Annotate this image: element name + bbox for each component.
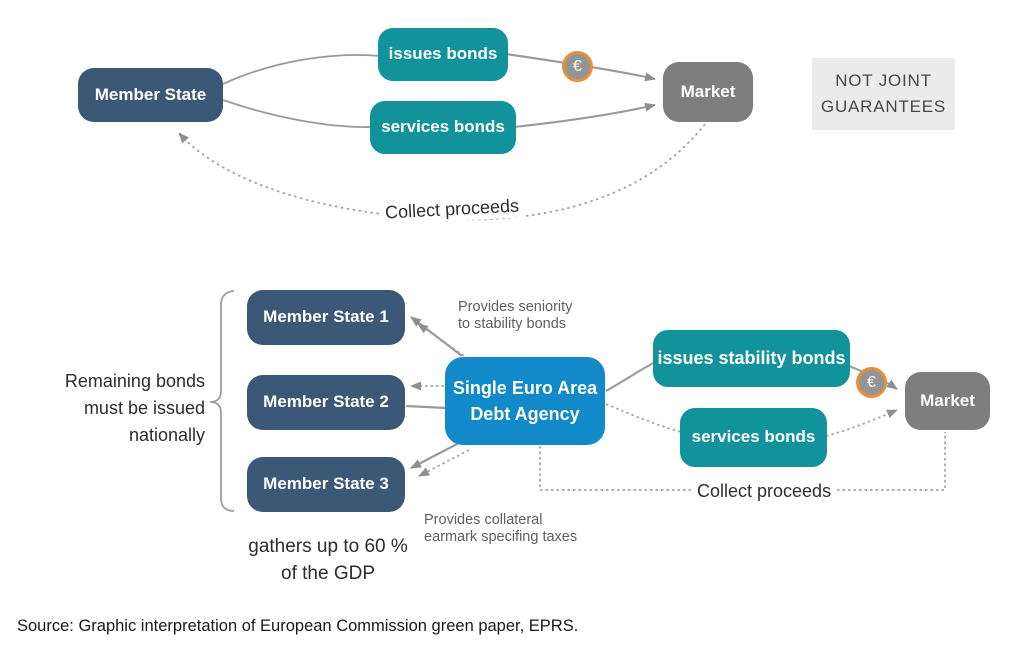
euro-symbol-bottom: € bbox=[867, 373, 876, 391]
not-joint-guarantees-label: NOT JOINT GUARANTEES bbox=[820, 71, 947, 116]
issues-stability-bonds-label: issues stability bonds bbox=[657, 347, 846, 368]
member-state-2-box: Member State 2 bbox=[247, 375, 405, 430]
edge-memberstate-issuesbonds bbox=[222, 54, 381, 85]
member-state-3-label: Member State 3 bbox=[263, 474, 389, 494]
market-label-top: Market bbox=[680, 81, 736, 101]
member-state-3-box: Member State 3 bbox=[247, 457, 405, 512]
edge-agency-issuesstability bbox=[605, 360, 658, 392]
market-box-bottom: Market bbox=[905, 372, 990, 430]
edge-ms2-agency-solid bbox=[405, 404, 447, 410]
edge-agency-ms1-dotted bbox=[417, 323, 474, 363]
services-bonds-label-bottom: services bonds bbox=[691, 427, 816, 447]
edge-collect-proceeds-bottom bbox=[539, 432, 946, 491]
edge-agency-ms3-dotted bbox=[418, 449, 470, 477]
services-bonds-box-bottom: services bonds bbox=[680, 408, 827, 467]
collateral-note: Provides collateral earmark specifing ta… bbox=[424, 512, 578, 545]
gdp-note: gathers up to 60 % of the GDP bbox=[248, 536, 408, 584]
edge-agency-servicesbonds-dotted bbox=[605, 403, 682, 433]
market-label-bottom: Market bbox=[920, 390, 975, 410]
not-joint-guarantees-panel: NOT JOINT GUARANTEES bbox=[812, 58, 955, 130]
edge-memberstate-servicesbonds bbox=[222, 99, 373, 128]
debt-agency-label: Single Euro Area Debt Agency bbox=[452, 378, 598, 424]
collect-proceeds-label-bottom: Collect proceeds bbox=[692, 480, 837, 503]
brace bbox=[209, 290, 235, 512]
euro-symbol: € bbox=[573, 57, 582, 75]
source-caption: Source: Graphic interpretation of Europe… bbox=[17, 617, 579, 635]
edge-collect-proceeds-top bbox=[178, 123, 706, 221]
member-state-1-box: Member State 1 bbox=[247, 290, 405, 345]
member-state-box: Member State bbox=[78, 68, 223, 122]
member-state-label: Member State bbox=[94, 84, 207, 104]
services-bonds-label: services bonds bbox=[381, 117, 505, 137]
edge-servicesbonds-market bbox=[513, 102, 656, 129]
services-bonds-box: services bonds bbox=[370, 101, 516, 154]
debt-agency-box: Single Euro Area Debt Agency bbox=[445, 357, 605, 445]
seniority-note: Provides seniority to stability bonds bbox=[458, 299, 573, 332]
issues-bonds-box: issues bonds bbox=[378, 28, 508, 81]
euro-coin-icon: € bbox=[562, 51, 593, 82]
issues-bonds-label: issues bonds bbox=[388, 44, 498, 64]
edge-agency-ms3-solid bbox=[410, 441, 460, 470]
remaining-bonds-note: Remaining bonds must be issued nationall… bbox=[64, 371, 205, 445]
member-state-2-label: Member State 2 bbox=[263, 392, 389, 412]
edge-servicesbonds-market-dotted bbox=[825, 409, 898, 437]
member-state-1-label: Member State 1 bbox=[263, 307, 389, 327]
issues-stability-bonds-box: issues stability bonds bbox=[653, 330, 850, 387]
euro-coin-icon-bottom: € bbox=[856, 367, 887, 398]
market-box-top: Market bbox=[663, 62, 753, 122]
